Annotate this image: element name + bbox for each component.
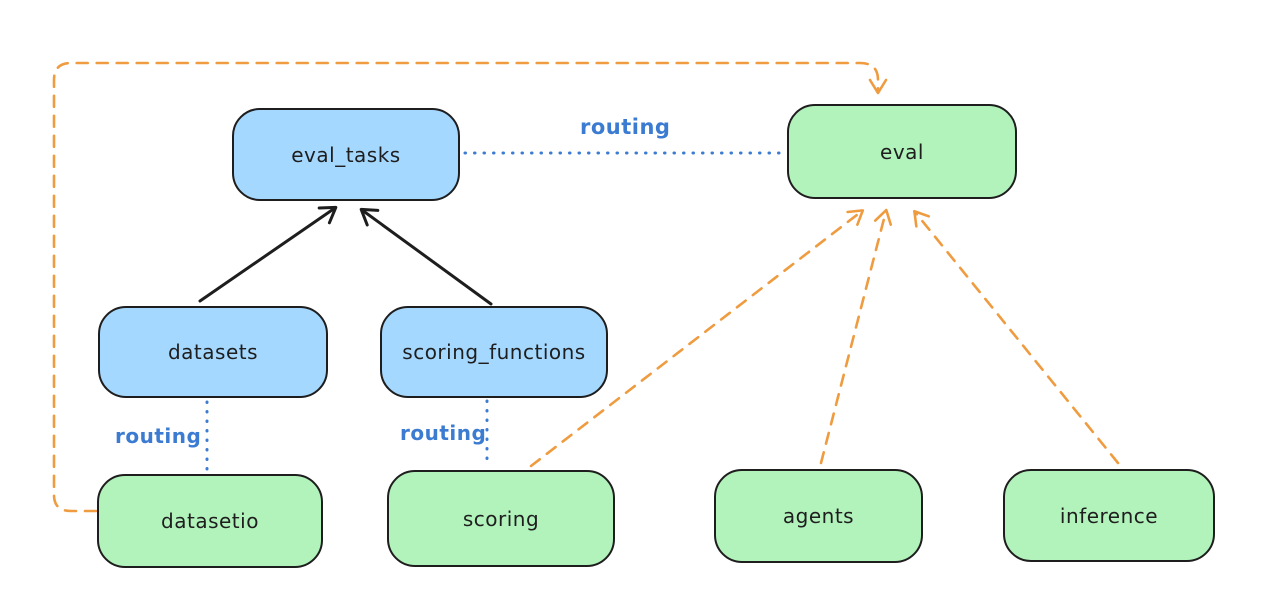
edge-agents-to-eval: [819, 208, 893, 465]
node-scoring-functions: scoring_functions: [380, 306, 608, 398]
node-eval-tasks-label: eval_tasks: [291, 142, 401, 167]
node-datasets: datasets: [98, 306, 328, 398]
edge-datasets-to-eval-tasks: [198, 205, 338, 303]
node-inference: inference: [1003, 469, 1215, 562]
node-scoring-functions-label: scoring_functions: [402, 340, 586, 364]
node-eval-label: eval: [880, 139, 924, 164]
routing-label-datasets-datasetio: routing: [115, 424, 202, 448]
edge-inference-to-eval: [913, 209, 1120, 465]
node-scoring-label: scoring: [462, 506, 540, 531]
node-scoring: scoring: [387, 470, 615, 567]
edge-datasetio-to-eval: [52, 61, 888, 513]
edge-scoring-to-eval: [529, 209, 865, 468]
node-agents-label: agents: [782, 504, 855, 528]
node-agents: agents: [714, 469, 923, 563]
routing-label-eval-tasks-eval: routing: [580, 115, 671, 139]
edge-scoring-functions-to-eval-tasks: [359, 207, 493, 306]
node-datasetio: datasetio: [97, 474, 323, 568]
node-datasetio-label: datasetio: [161, 509, 259, 533]
node-datasets-label: datasets: [167, 340, 259, 364]
node-inference-label: inference: [1059, 503, 1159, 528]
node-eval-tasks: eval_tasks: [232, 108, 460, 201]
node-eval: eval: [787, 104, 1017, 199]
routing-label-scoring-functions-scoring: routing: [400, 421, 487, 445]
